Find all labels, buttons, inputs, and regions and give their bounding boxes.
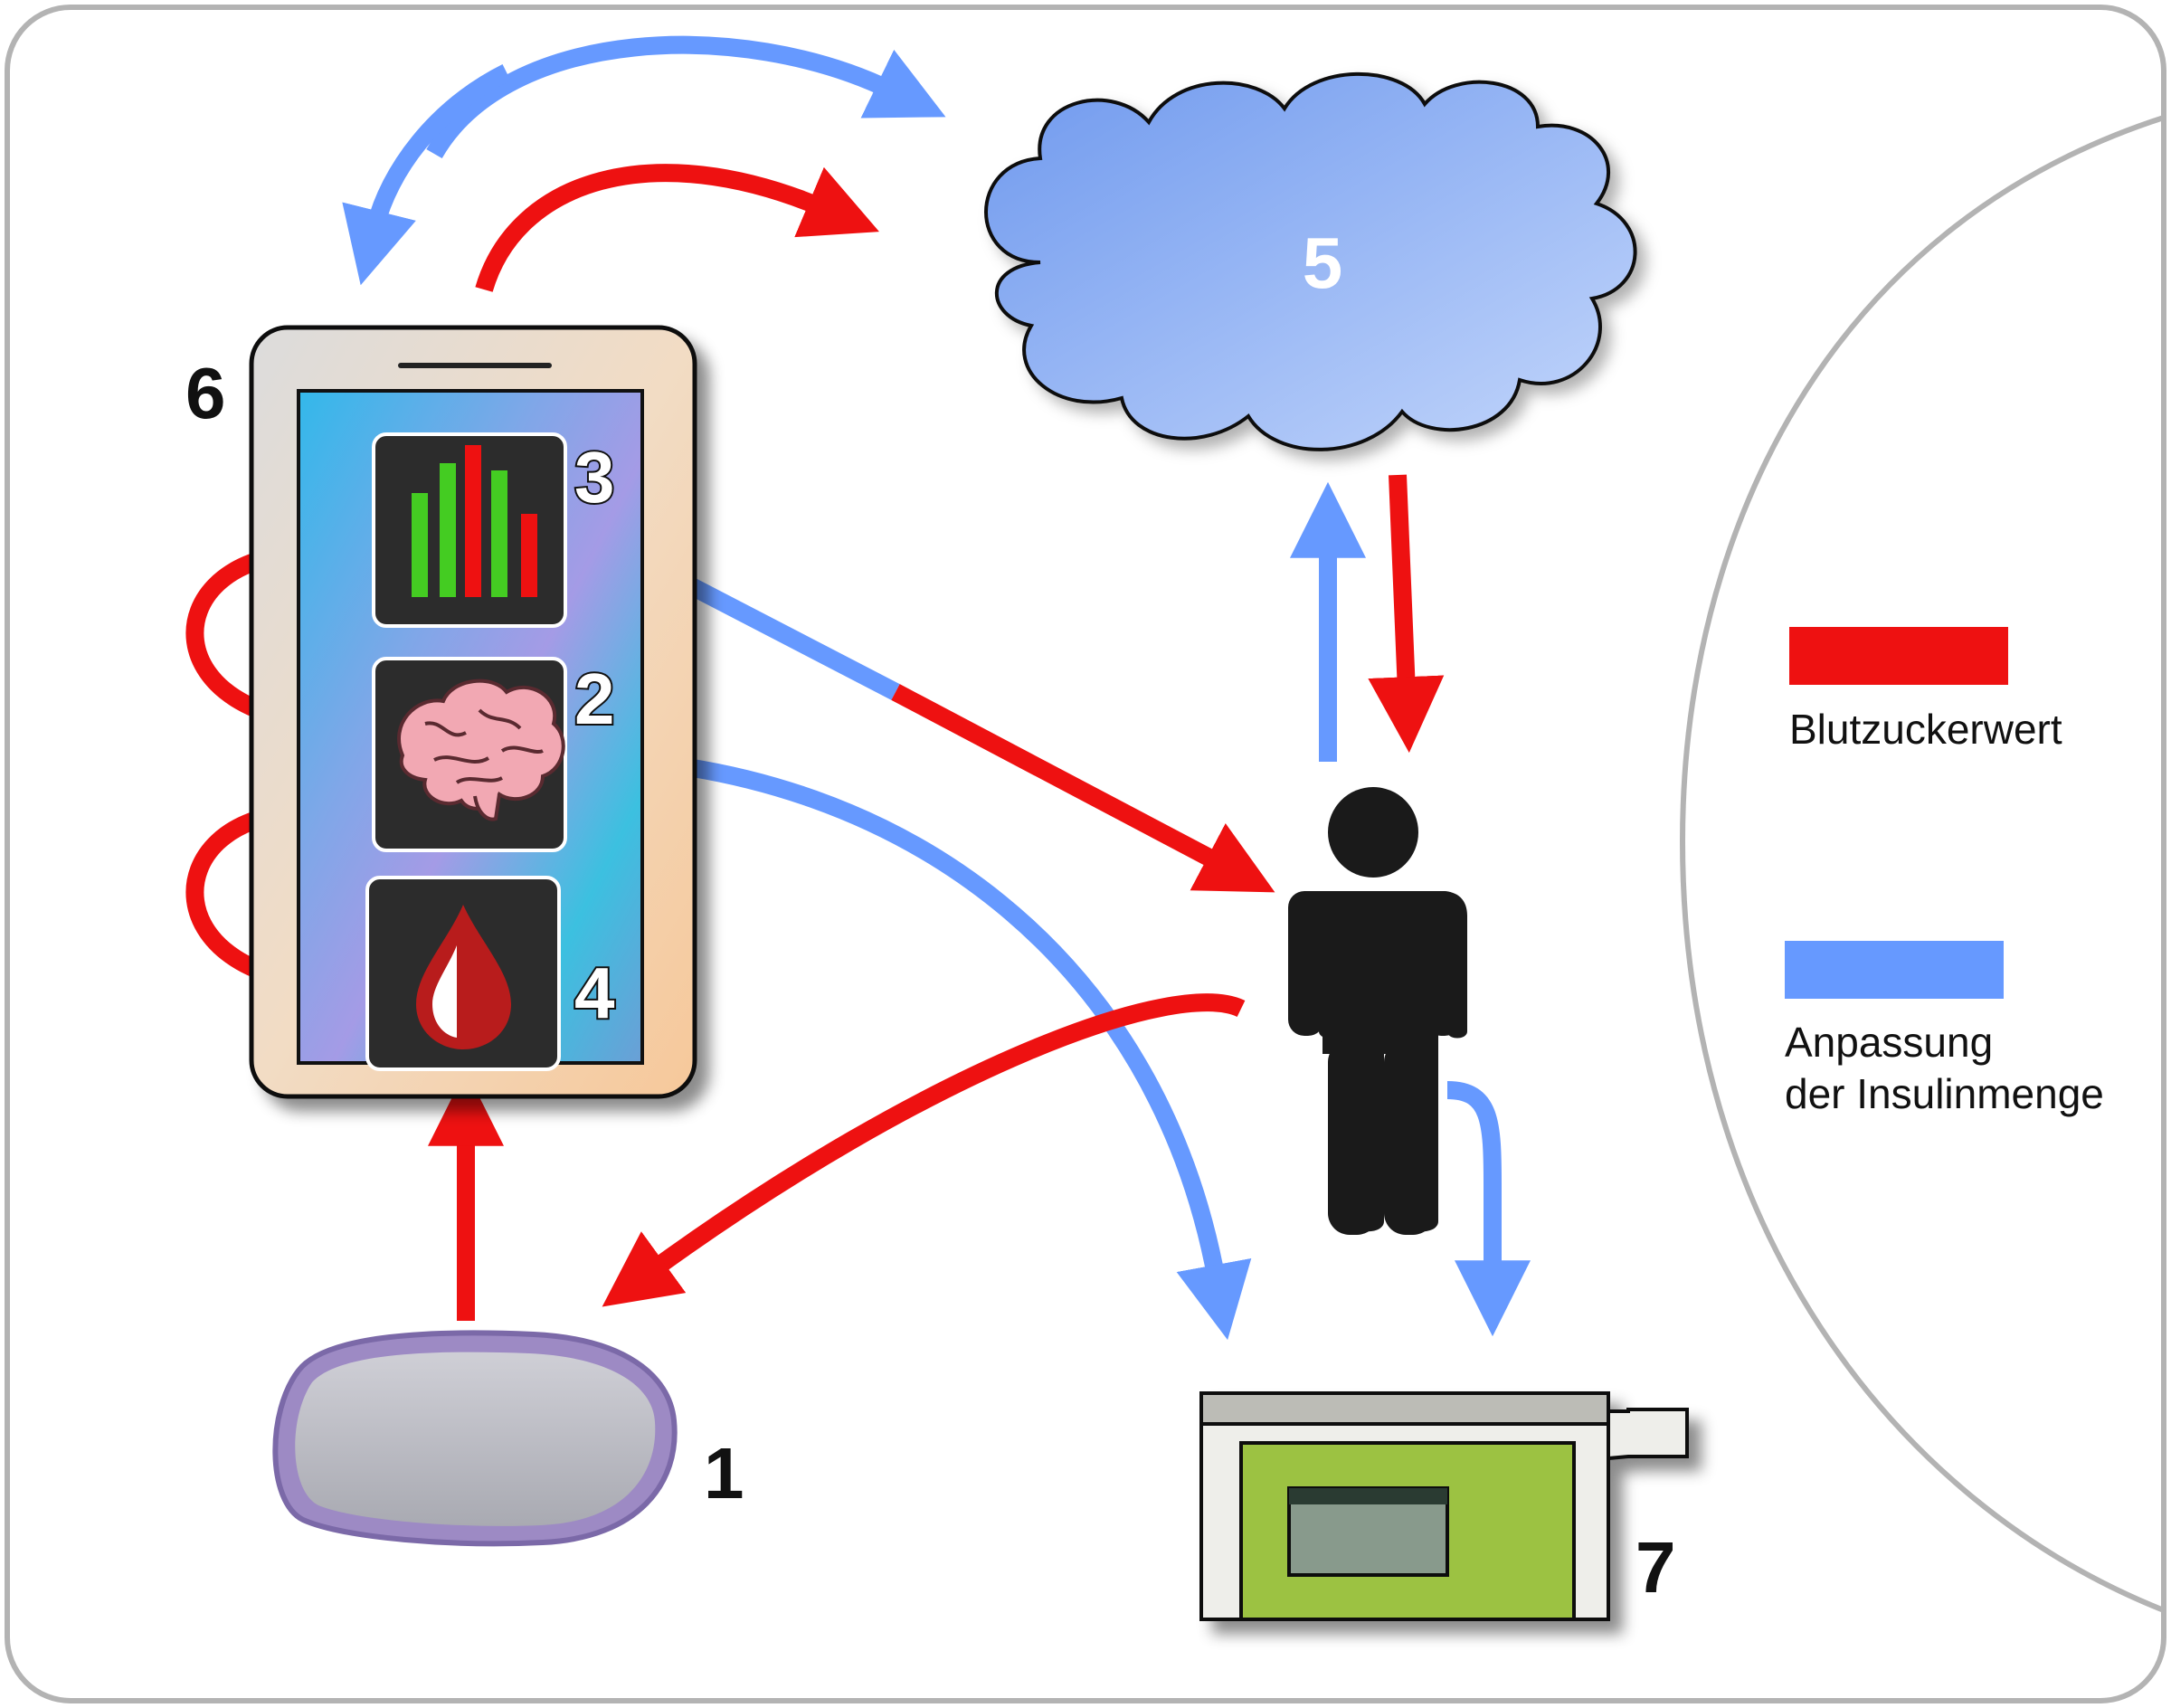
cloud-icon: [984, 71, 1637, 451]
label-cloud: 5: [1303, 223, 1343, 303]
label-blood: 4: [574, 953, 615, 1033]
legend: Blutzuckerwert Anpassung der Insulinmeng…: [1785, 627, 2104, 1117]
label-pump: 7: [1635, 1527, 1676, 1608]
arrow-blue-cloud-phone: [342, 64, 511, 286]
insulin-pump-icon: [1199, 1391, 1689, 1621]
legend-red-swatch: [1789, 627, 2008, 685]
legend-blue-label-line2: der Insulinmenge: [1785, 1070, 2104, 1117]
label-algorithm: 2: [574, 659, 615, 739]
person-icon: [1288, 787, 1467, 1235]
arrow-red-person-sensor: [602, 993, 1246, 1307]
arrows: [185, 35, 1531, 1341]
label-statistics: 3: [574, 437, 615, 517]
label-sensor: 1: [704, 1433, 744, 1513]
arrow-red-cloud-person: [1368, 474, 1445, 754]
glucose-sensor-icon: [272, 1330, 678, 1547]
bar-chart-icon: [372, 432, 567, 628]
blood-drop-icon: [365, 876, 561, 1071]
legend-blue-label-line1: Anpassung: [1785, 1019, 1993, 1066]
legend-blue-swatch: [1785, 941, 2004, 999]
legend-red-label: Blutzuckerwert: [1789, 706, 2062, 753]
label-smartphone: 6: [185, 353, 226, 433]
arrow-blue-person-pump: [1446, 1081, 1531, 1337]
arrow-blue-phone-cloud: [426, 35, 946, 159]
arrow-red-phone-cloud: [475, 164, 879, 292]
legend-arc: [1679, 115, 2166, 1613]
brain-icon: [372, 657, 567, 852]
arrow-red-stats-person: [891, 684, 1275, 893]
arrow-blue-brain-pump: [592, 749, 1252, 1341]
